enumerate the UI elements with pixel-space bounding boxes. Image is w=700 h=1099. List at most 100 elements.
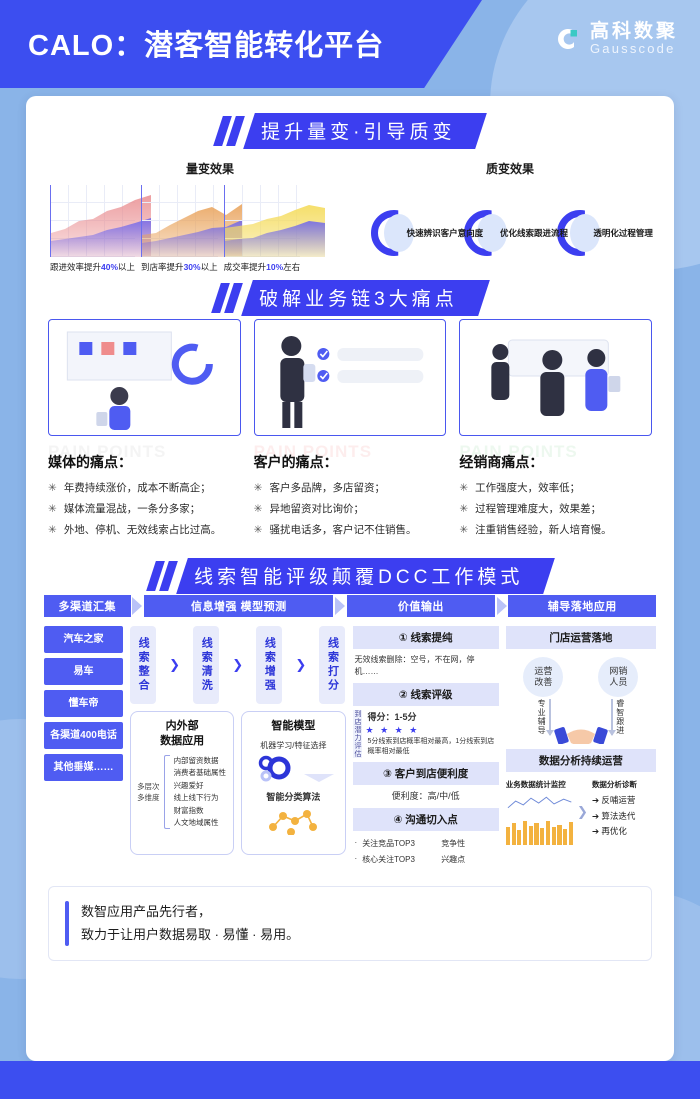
processing-detail-boxes: 内外部 数据应用 多层次 多维度 内部留资数据 消费者基础属性 兴趣爱好 线上线… <box>130 711 346 856</box>
pain-point-item: ✳过程管理难度大，效果差； <box>459 503 602 516</box>
stage-multichannel: 多渠道汇集 <box>44 595 131 618</box>
effect-chart <box>141 185 243 257</box>
arrow-label-left: 专业辅导 <box>537 699 547 736</box>
qualitative-title: 质变效果 <box>485 162 534 176</box>
effect-charts: 跟进效率提升40%以上 <box>50 185 370 273</box>
logo-text-en: Gausscode <box>589 40 676 56</box>
stage-arrow-icon <box>131 595 145 617</box>
ghost-label: PAIN POINTS <box>253 442 373 461</box>
diagnose-item: ➔ 再优化 <box>591 825 627 836</box>
pain-point-item: ✳媒体流量混战，一条分多家； <box>48 503 201 516</box>
pain-point-item: ✳注重销售经验，新人培育慢。 <box>459 524 612 537</box>
c-ring-icon <box>370 210 417 256</box>
pain-point-item: ✳异地留资对比询价； <box>253 503 364 516</box>
section-workflow: 多渠道汇集 信息增强 模型预测 价值输出 辅导落地应用 汽车之家 易车 懂车帝 … <box>26 593 674 870</box>
source-channel: 汽车之家 <box>44 626 124 654</box>
pain-point-item: ✳骚扰电话多，客户记不住销售。 <box>253 524 417 537</box>
score-note: 5分线索到店概率相对最高，1分线索到店概率相对最低 <box>367 737 495 755</box>
value-side-label: 到店潜力评估 <box>352 709 362 758</box>
data-box-items: 内部留资数据 消费者基础属性 兴趣爱好 线上线下行为 财富指数 人文地域属性 <box>174 755 227 829</box>
monitor-label: 业务数据统计监控 <box>505 780 566 790</box>
section3-banner-text: 线索智能评级颠覆DCC工作模式 <box>194 567 524 589</box>
diagnose-label: 数据分析诊断 <box>591 780 637 790</box>
data-item: 人文地域属性 <box>173 817 219 827</box>
qualitative-ring-list: 快速辨识客户意向度 优化线索跟进流程 透明化过程管理 <box>370 185 653 275</box>
pain-point-item: ✳客户多品牌，多店留资； <box>253 482 385 494</box>
bracket-decoration <box>163 755 170 830</box>
ghost-label: PAIN POINTS <box>48 442 167 461</box>
pain-point-illustrations <box>48 319 653 436</box>
data-item: 消费者基础属性 <box>173 768 227 778</box>
illustration-dealer <box>459 319 653 436</box>
illustration-media <box>48 319 241 436</box>
source-channel: 其他垂媒…… <box>44 754 124 782</box>
step-arrow-icon: ❯ <box>169 657 181 673</box>
stage-value: 价值输出 <box>347 595 495 618</box>
value-block-body: 无效线索删除：空号，不在网，停机…… <box>354 655 475 676</box>
role-operations: 运营 改善 <box>523 657 564 698</box>
page-header: CALO：潜客智能转化平台 高科数聚 Gausscode <box>0 0 700 88</box>
apply-column: 门店运营落地 运营 改善 网销 人员 专业辅导 睿智跟进 <box>505 626 656 870</box>
header-blue-shape <box>0 0 482 88</box>
processing-step: 线索整合 <box>130 626 157 705</box>
quantitative-effects: 量变效果 <box>50 160 370 275</box>
c-ring-icon <box>557 210 603 256</box>
source-channel: 各渠道400电话 <box>44 722 124 750</box>
pain-point-heading: 客户的痛点： <box>253 454 338 470</box>
pain-point-item: ✳年费持续涨价，成本不断高企； <box>48 482 211 494</box>
quote-accent-bar <box>65 900 69 947</box>
monitor-bars <box>505 819 574 846</box>
step-arrow-icon: ❯ <box>232 657 244 673</box>
content-card: 提升量变·引导质变 量变效果 <box>26 96 674 1061</box>
section2-banner-text: 破解业务链3大痛点 <box>259 289 458 310</box>
ring-label: 快速辨识客户意向度 <box>406 228 484 238</box>
c-ring-icon <box>463 210 510 256</box>
workflow-body: 汽车之家 易车 懂车帝 各渠道400电话 其他垂媒…… 线索整合 ❯ 线索清洗 … <box>44 626 656 870</box>
monitor-chart <box>505 792 574 846</box>
quote-line-2: 致力于让用户数据易取 · 易懂 · 易用。 <box>81 926 300 942</box>
intelligent-model-box: 智能模型 机器学习/特征选择 智能分类算法 <box>241 711 346 856</box>
effect-caption: 到店率提升30%以上 <box>141 262 218 272</box>
pain-point-item: ✳工作强度大，效率低； <box>459 482 581 494</box>
footer-quote: 数智应用产品先行者， 致力于让用户数据易取 · 易懂 · 易用。 <box>48 885 652 962</box>
stage-arrow-icon <box>495 595 509 617</box>
model-subtitle-classify: 智能分类算法 <box>266 792 321 803</box>
data-item: 内部留资数据 <box>173 756 219 766</box>
qualitative-effects: 质变效果 快速辨识客户意向度 优化线索跟进流程 透明化过程管理 <box>370 160 653 275</box>
processing-column: 线索整合 ❯ 线索清洗 ❯ 线索增强 ❯ 线索打分 内外部 数据应用 多层次 多… <box>130 626 346 870</box>
workflow-stage-bar: 多渠道汇集 信息增强 模型预测 价值输出 辅导落地应用 <box>44 595 657 618</box>
processing-step-list: 线索整合 ❯ 线索清洗 ❯ 线索增强 ❯ 线索打分 <box>130 626 346 705</box>
score-range: 得分：1-5分 <box>367 711 417 722</box>
data-application-box: 内外部 数据应用 多层次 多维度 内部留资数据 消费者基础属性 兴趣爱好 线上线… <box>130 711 235 856</box>
score-stars: ★ ★ ★ ★ <box>365 724 420 735</box>
network-icon <box>248 807 338 840</box>
processing-step: 线索打分 <box>319 626 346 705</box>
gear-icon <box>248 755 338 788</box>
source-channel: 易车 <box>44 658 124 686</box>
value-block-title: ④ 沟通切入点 <box>352 807 499 831</box>
effect-caption: 成交率提升10%左右 <box>223 262 301 272</box>
page-title: CALO：潜客智能转化平台 <box>28 30 385 62</box>
section-pain-points: PAIN POINTS 媒体的痛点： ✳年费持续涨价，成本不断高企； ✳媒体流量… <box>26 315 674 545</box>
ring-label: 优化线索跟进流程 <box>499 228 568 238</box>
pain-point-column: PAIN POINTS 经销商痛点： ✳工作强度大，效率低； ✳过程管理难度大，… <box>459 442 652 545</box>
model-subtitle-ml: 机器学习/特征选择 <box>260 741 327 751</box>
stage-apply: 辅导落地应用 <box>508 595 657 618</box>
section2-banner: 破解业务链3大痛点 <box>26 280 674 316</box>
data-item: 线上线下行为 <box>173 793 219 803</box>
data-item: 兴趣爱好 <box>173 780 204 790</box>
processing-step: 线索增强 <box>256 626 283 705</box>
effect-chart <box>223 185 325 257</box>
pain-point-columns: PAIN POINTS 媒体的痛点： ✳年费持续涨价，成本不断高企； ✳媒体流量… <box>48 442 652 545</box>
quantitative-title: 量变效果 <box>185 162 234 176</box>
handshake-icon <box>554 718 608 749</box>
qualitative-ring: 快速辨识客户意向度 <box>370 205 483 261</box>
value-block-title: ② 线索评级 <box>352 682 499 706</box>
data-analysis-title: 数据分析持续运营 <box>505 749 656 773</box>
ring-label: 透明化过程管理 <box>593 228 653 238</box>
ghost-label: PAIN POINTS <box>459 442 578 461</box>
step-arrow-icon: ❯ <box>295 657 307 673</box>
right-arrow-icon: ❯ <box>577 804 588 820</box>
